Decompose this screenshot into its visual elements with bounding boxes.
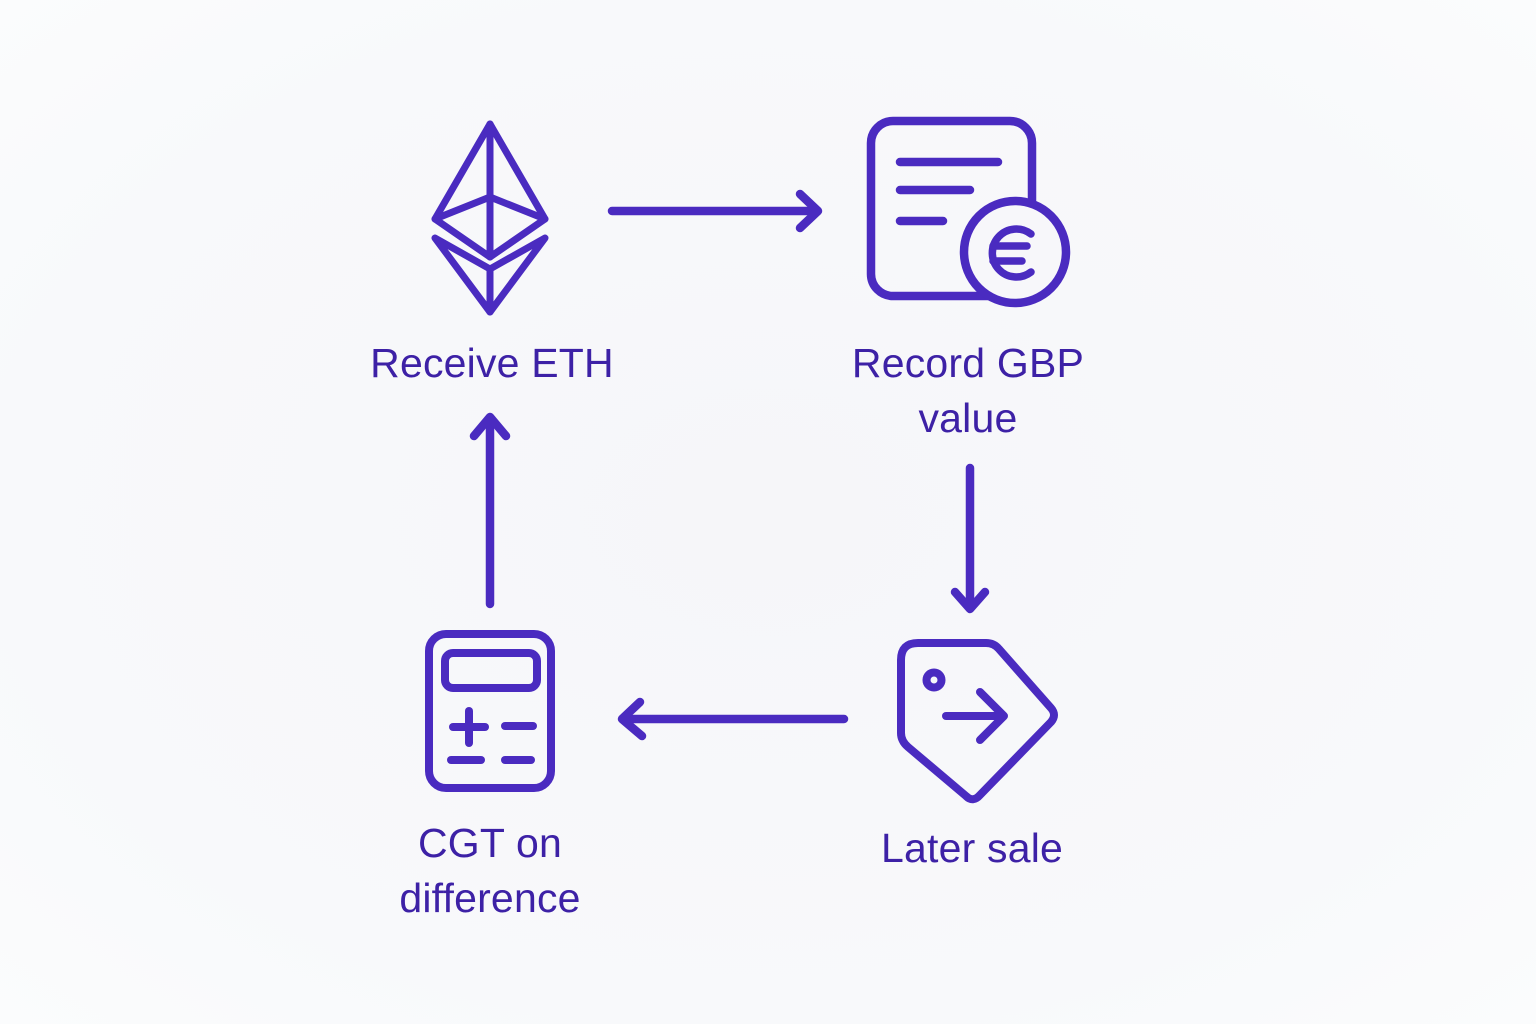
arrow-up-icon bbox=[469, 412, 511, 609]
arrow-left-icon bbox=[617, 697, 849, 741]
price-tag-icon bbox=[897, 639, 1058, 804]
node-label-receive-eth: Receive ETH bbox=[370, 340, 614, 386]
node-label-cgt-on-difference: CGT on difference bbox=[399, 820, 581, 921]
calculator-icon bbox=[425, 630, 555, 792]
document-euro-icon bbox=[866, 116, 1071, 308]
node-label-record-gbp-value: Record GBP value bbox=[851, 340, 1085, 441]
ethereum-icon bbox=[431, 120, 549, 316]
arrow-down-icon bbox=[950, 463, 990, 614]
node-label-later-sale: Later sale bbox=[880, 825, 1064, 871]
arrow-right-icon bbox=[607, 189, 823, 233]
